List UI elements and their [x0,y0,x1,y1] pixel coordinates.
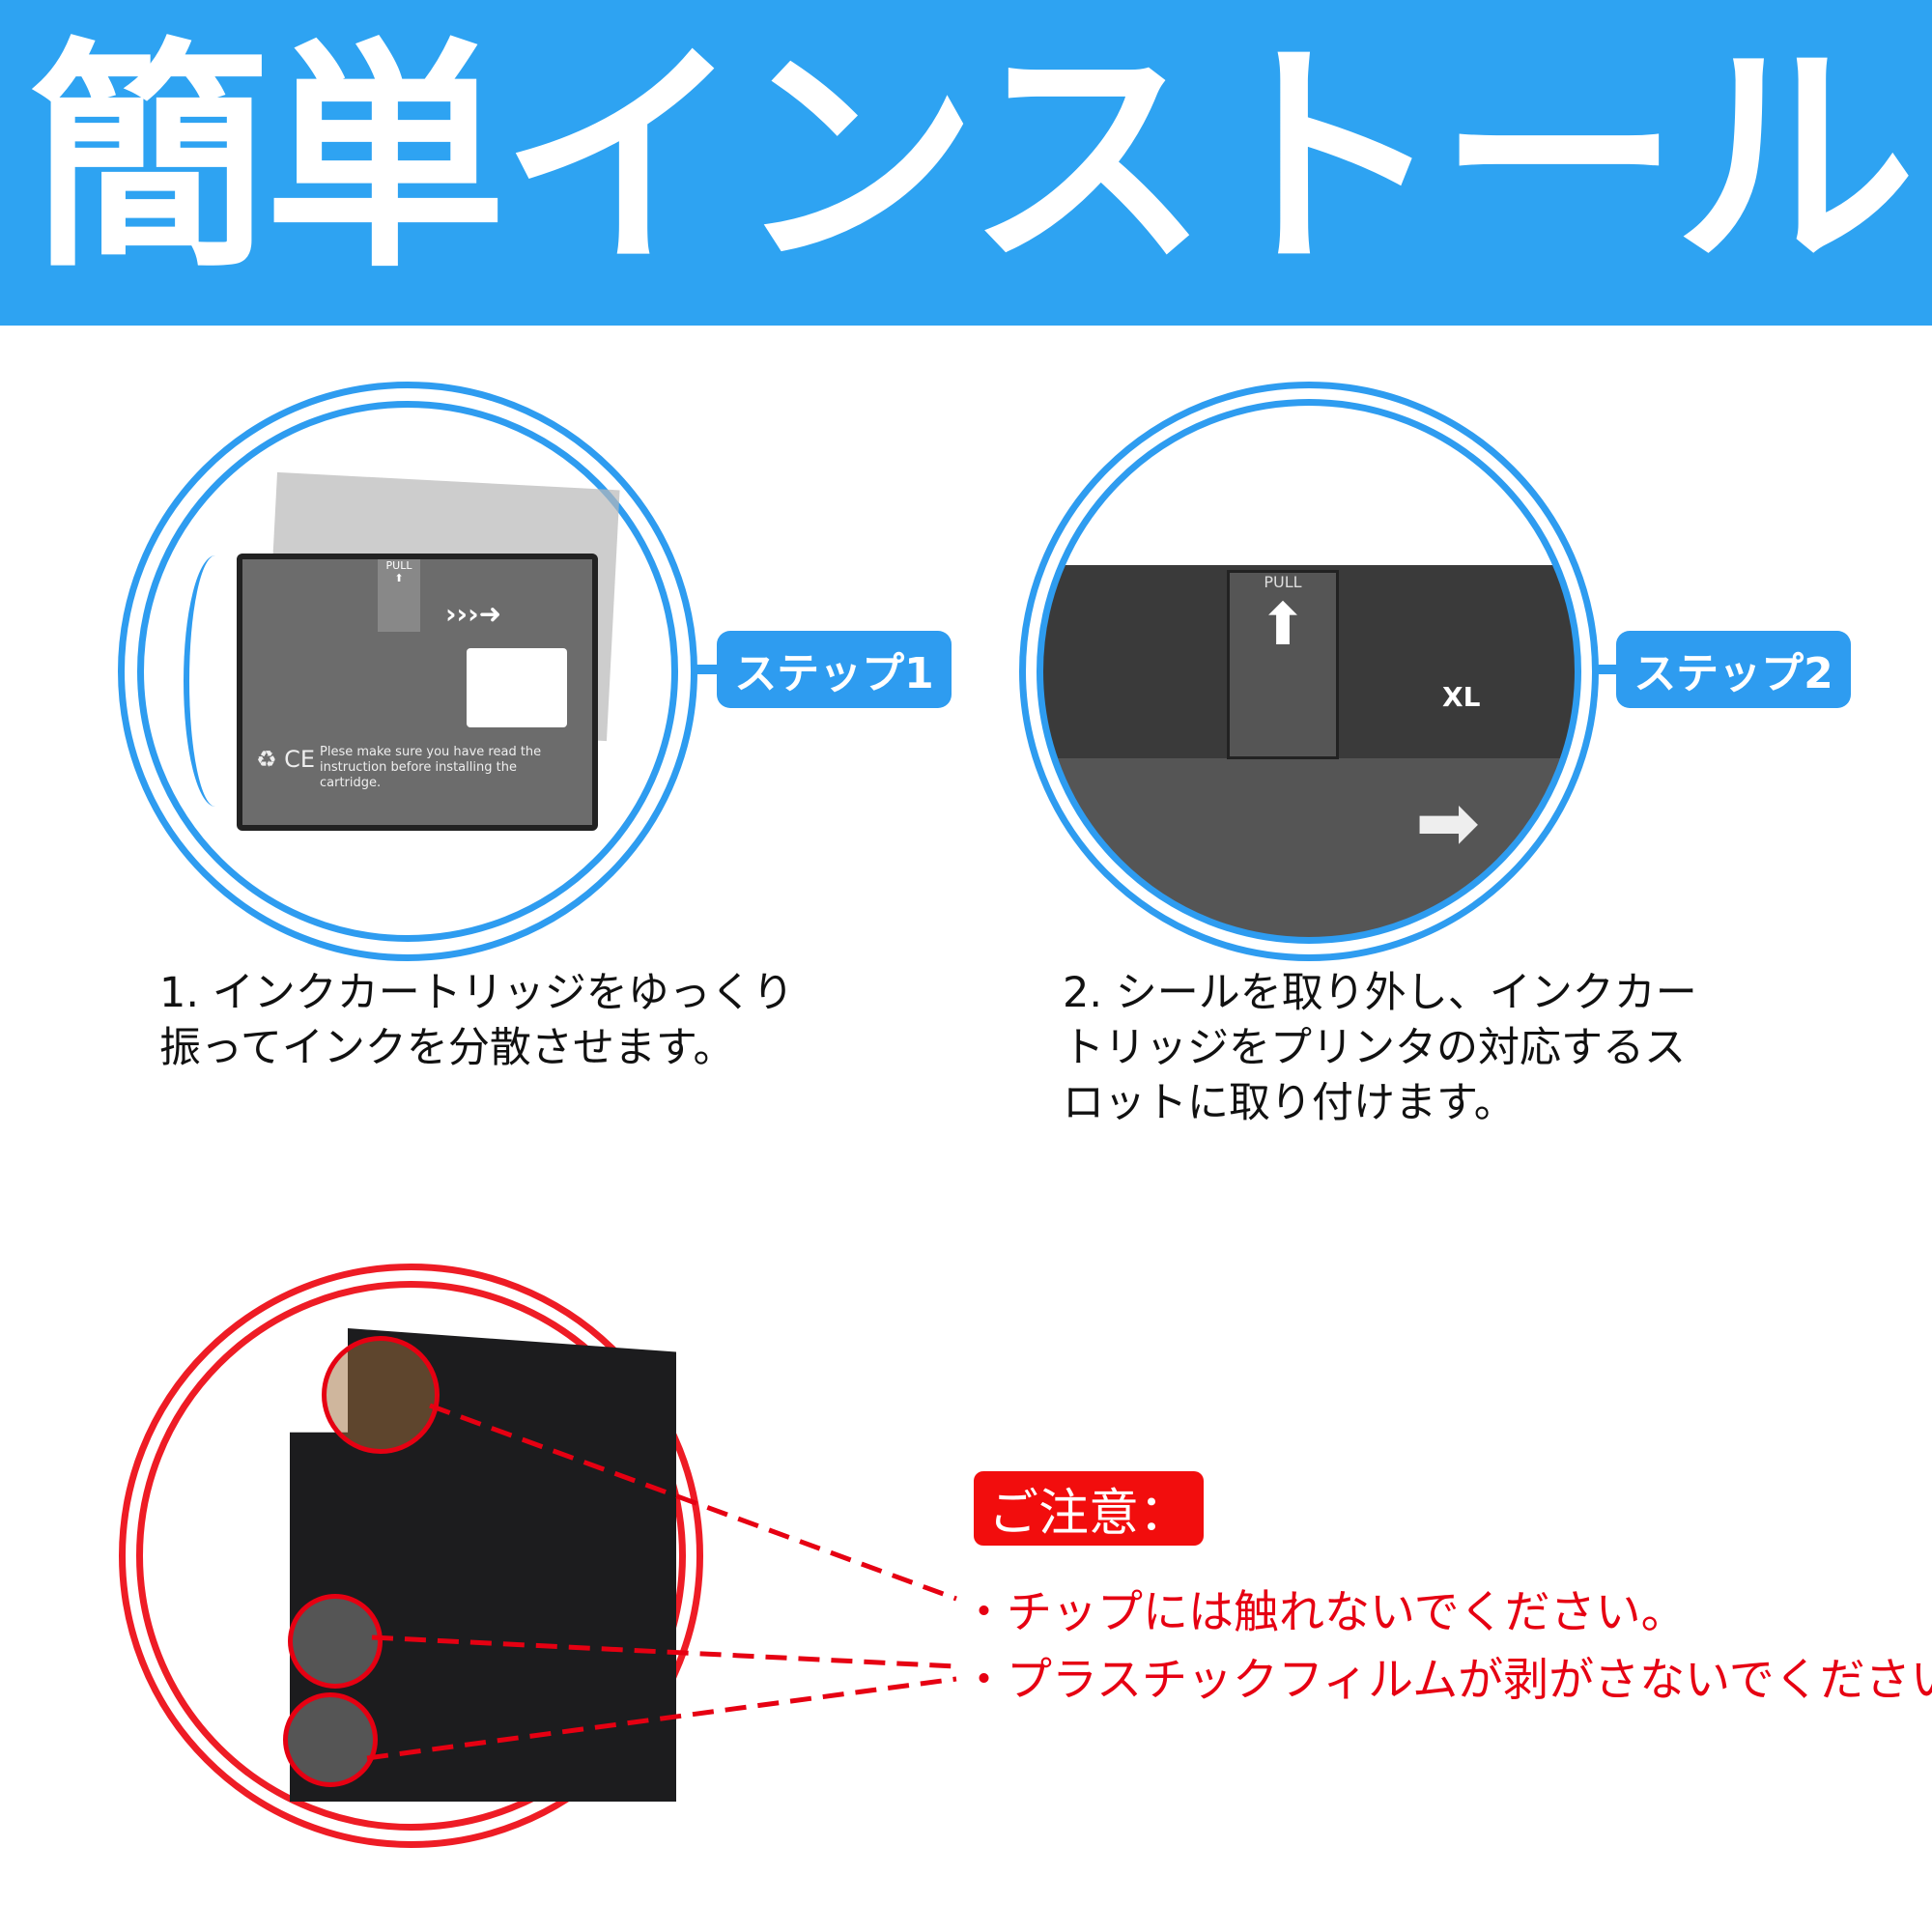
rotate-arrows-icon [184,555,247,807]
caution-outer-ring [119,1264,703,1848]
film-no-peel-icon [288,1594,383,1689]
pull-tab: PULL⬆ [378,559,420,632]
page-title: 簡単インストール [29,18,1916,299]
step1-badge: ステップ1 [717,631,952,708]
step2-inner-ring [1037,399,1581,944]
caution-item-chip: ・チップには触れないでください。 [961,1586,1687,1639]
caution-badge: ご注意： [974,1471,1204,1546]
film-no-peel-icon [283,1692,378,1787]
step1-connector [691,665,720,674]
chip-no-touch-icon [322,1336,440,1454]
step1-description: 1. インクカートリッジをゆっくり 振ってインクを分散させます。 [159,969,794,1072]
caution-item-film: ・プラスチックフィルムが剥がさないでください。 [961,1654,1932,1707]
step1-inner-ring [137,401,678,942]
step2-connector [1592,665,1621,674]
cartridge-label: Plese make sure you have read the instru… [320,745,542,790]
step2-badge: ステップ2 [1616,631,1851,708]
caution-inner-ring [136,1281,686,1831]
header-banner: 簡単インストール [0,0,1932,326]
arrow-right-icon: ›››➜ [445,598,502,630]
step2-description: 2. シールを取り外し、インクカー トリッジをプリンタの対応するス ロットに取り… [1063,969,1697,1127]
printer-diagram [467,648,567,727]
ce-mark-icon: ♻ CE [256,746,316,773]
